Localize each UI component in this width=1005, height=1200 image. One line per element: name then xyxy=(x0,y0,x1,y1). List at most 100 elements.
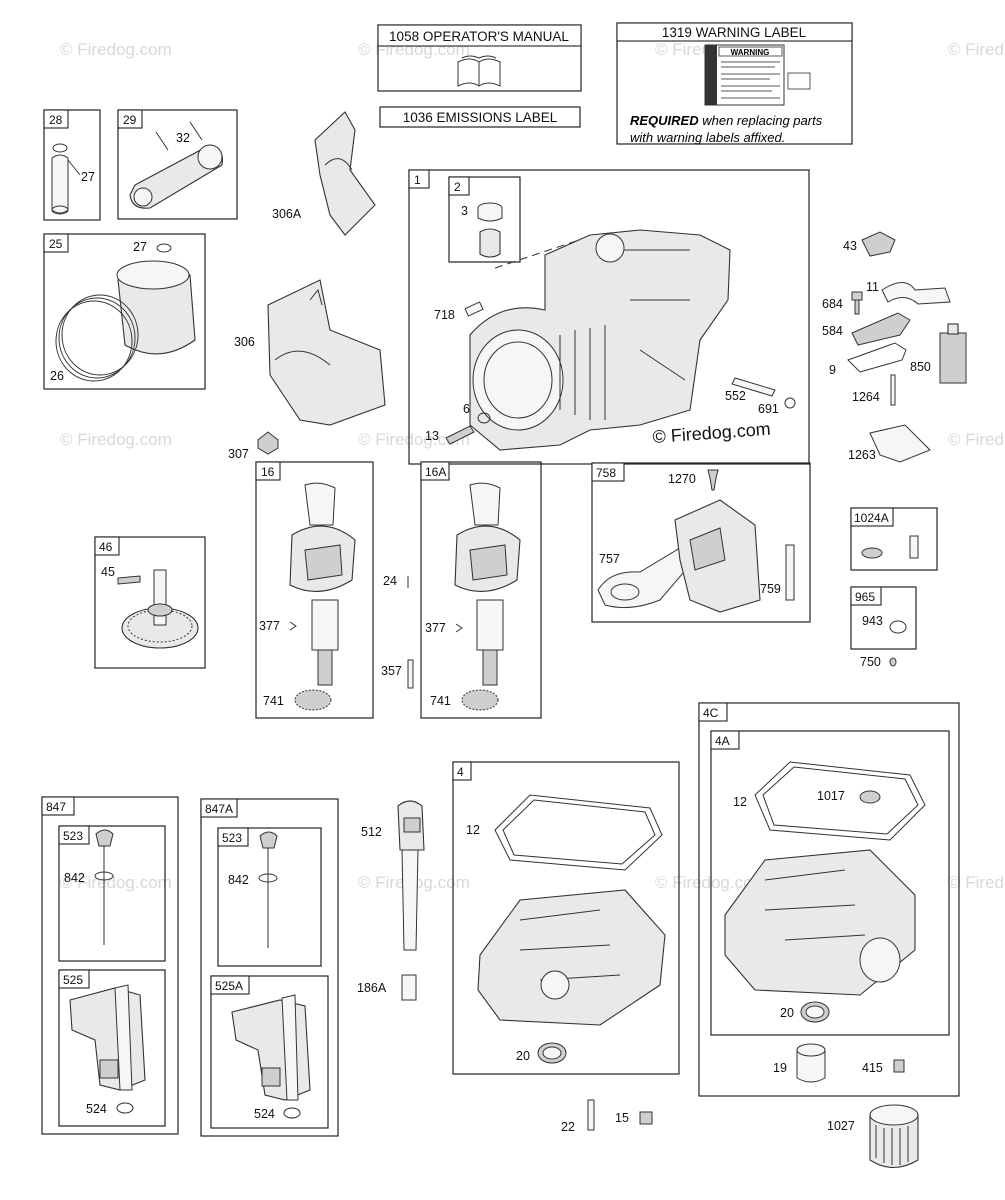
bushing xyxy=(477,202,503,258)
group-46-label: 46 xyxy=(99,540,113,554)
cylinder-block xyxy=(469,229,731,451)
part-label-1027: 1027 xyxy=(827,1119,855,1133)
part-label-6: 6 xyxy=(463,402,470,416)
oil-sump xyxy=(477,889,666,1026)
operators-manual-title: 1058 OPERATOR'S MANUAL xyxy=(389,29,569,44)
group-16-label: 16 xyxy=(261,465,275,479)
part-label-415: 415 xyxy=(862,1061,883,1075)
breather-cover xyxy=(851,312,911,346)
group-1024a-label: 1024A xyxy=(854,511,889,525)
group-25-box: 25 27 26 xyxy=(43,233,206,390)
part-label-19: 19 xyxy=(773,1061,787,1075)
group-46-box: 46 45 xyxy=(94,536,206,669)
group-28-label: 28 xyxy=(49,113,63,127)
bolt-307 xyxy=(257,431,279,455)
oil-filter-adapter xyxy=(796,1043,826,1083)
watermark: © Firedog.com xyxy=(948,873,1005,892)
group-847a-label: 847A xyxy=(205,802,233,816)
watermark: © Firedog.com xyxy=(60,40,172,59)
emissions-label-title: 1036 EMISSIONS LABEL xyxy=(403,110,558,125)
part-label-22: 22 xyxy=(561,1120,575,1134)
part-label-759: 759 xyxy=(760,582,781,596)
sump-gasket-4a xyxy=(754,761,926,841)
watermark: © Firedog.com xyxy=(948,40,1005,59)
part-label-1270: 1270 xyxy=(668,472,696,486)
part-label-584: 584 xyxy=(822,324,843,338)
group-758-box: 758 1270 757 759 xyxy=(591,462,811,623)
part-label-750: 750 xyxy=(860,655,881,669)
watermark: © Firedog.com xyxy=(358,430,470,449)
required-bold: REQUIRED xyxy=(630,113,699,128)
dipstick-tube xyxy=(69,984,146,1091)
group-965-label: 965 xyxy=(855,590,875,604)
part-label-757: 757 xyxy=(599,552,620,566)
oil-filter xyxy=(869,1104,919,1169)
breather-plate xyxy=(869,424,931,463)
part-label-24: 24 xyxy=(383,574,397,588)
group-4a-label: 4A xyxy=(715,734,730,748)
part-label-377: 377 xyxy=(259,619,280,633)
group-29-label: 29 xyxy=(123,113,137,127)
crankshaft-16a xyxy=(454,482,521,686)
part-label-11: 11 xyxy=(866,280,879,294)
part-label-306: 306 xyxy=(234,335,255,349)
group-1024a-box: 1024A xyxy=(850,507,938,571)
required-line-2: with warning labels affixed. xyxy=(630,130,785,145)
group-523-label: 523 xyxy=(222,831,242,845)
group-25-label: 25 xyxy=(49,237,63,251)
part-label-27: 27 xyxy=(133,240,147,254)
part-label-43: 43 xyxy=(843,239,857,253)
part-label-377: 377 xyxy=(425,621,446,635)
group-847-box: 847 523 842 525 524 xyxy=(41,796,179,1135)
book-icon xyxy=(457,55,501,87)
piston-pin xyxy=(51,143,69,215)
part-label-45: 45 xyxy=(101,565,115,579)
dipstick-847a xyxy=(259,831,278,948)
group-4c-label: 4C xyxy=(703,706,719,720)
group-4c-box: 4C 4A 12 1017 20 19 415 xyxy=(698,702,960,1097)
part-label-741: 741 xyxy=(430,694,451,708)
part-label-524: 524 xyxy=(254,1107,275,1121)
watermark: © Firedog.com xyxy=(60,430,172,449)
gasket-9 xyxy=(847,342,907,373)
sump-gasket xyxy=(494,794,663,871)
required-rest: when replacing parts xyxy=(699,113,823,128)
breather-tube xyxy=(881,282,951,305)
dipstick xyxy=(95,829,114,945)
watermark: © Firedog.com xyxy=(948,430,1005,449)
group-29-box: 29 32 xyxy=(117,109,238,220)
oil-sump-4a xyxy=(724,849,916,996)
part-label-12: 12 xyxy=(466,823,480,837)
group-4-label: 4 xyxy=(457,765,464,779)
group-2-label: 2 xyxy=(454,180,461,194)
part-label-552: 552 xyxy=(725,389,746,403)
balancer-assembly xyxy=(674,499,761,613)
copyright-text: © Firedog.com xyxy=(652,419,771,447)
part-label-3: 3 xyxy=(461,204,468,218)
warning-word: WARNING xyxy=(731,48,770,57)
group-525a-label: 525A xyxy=(215,979,243,993)
part-label-684: 684 xyxy=(822,297,843,311)
part-label-1017: 1017 xyxy=(817,789,845,803)
operators-manual-box: 1058 OPERATOR'S MANUAL xyxy=(377,24,582,92)
warning-sticker-image: WARNING xyxy=(704,44,811,106)
part-label-20: 20 xyxy=(516,1049,530,1063)
part-label-1264: 1264 xyxy=(852,390,880,404)
group-4-box: 4 12 20 xyxy=(452,761,680,1075)
part-label-306A: 306A xyxy=(272,207,302,221)
part-label-691: 691 xyxy=(758,402,779,416)
part-label-357: 357 xyxy=(381,664,402,678)
part-label-32: 32 xyxy=(176,131,190,145)
crankshaft xyxy=(289,482,356,686)
watermark: © Firedog.com xyxy=(60,873,172,892)
emissions-label-box: 1036 EMISSIONS LABEL xyxy=(379,106,581,128)
part-label-9: 9 xyxy=(829,363,836,377)
group-847a-box: 847A 523 842 525A 524 xyxy=(200,798,339,1137)
group-758-label: 758 xyxy=(596,466,616,480)
oil-fill-tube xyxy=(397,800,425,951)
part-label-13: 13 xyxy=(425,429,439,443)
sealant-tube xyxy=(939,323,967,384)
part-label-943: 943 xyxy=(862,614,883,628)
group-16a-label: 16A xyxy=(425,465,446,479)
